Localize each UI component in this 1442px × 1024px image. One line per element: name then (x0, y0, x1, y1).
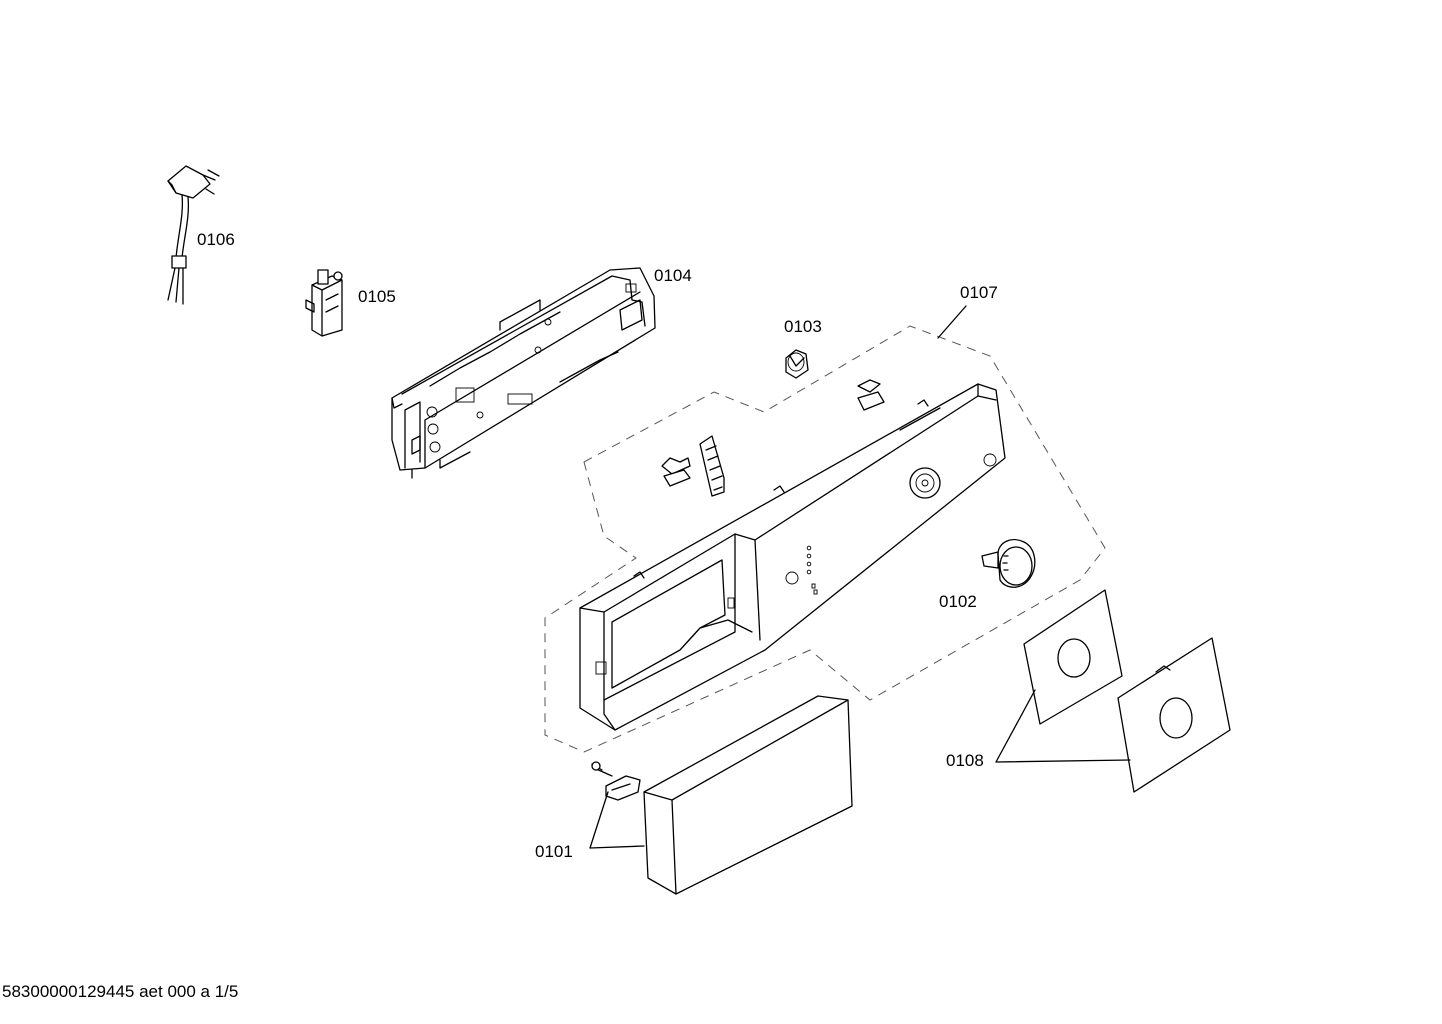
label-0102: 0102 (939, 592, 977, 611)
control-panel-fascia (579, 383, 1006, 731)
program-knob (981, 539, 1036, 588)
power-cord-plug (167, 165, 220, 305)
cover-plate-2 (1117, 637, 1231, 793)
label-0105: 0105 (358, 287, 396, 306)
label-0108: 0108 (946, 751, 984, 770)
label-0101: 0101 (535, 842, 573, 861)
label-0107: 0107 (960, 283, 998, 302)
label-0104: 0104 (654, 266, 692, 285)
cover-plate-1 (1023, 589, 1123, 725)
label-0103: 0103 (784, 317, 822, 336)
knob-insert (785, 349, 809, 379)
screw (591, 761, 613, 777)
leader-lines (589, 305, 1131, 849)
assembly-outline-0107 (544, 325, 1106, 753)
interference-filter (305, 269, 343, 337)
label-0106: 0106 (197, 230, 235, 249)
control-module (391, 267, 656, 479)
drawer-handle (643, 695, 853, 895)
footer-document-id: 58300000129445 aet 000 a 1/5 (2, 982, 239, 1001)
light-guide-parts (661, 379, 885, 497)
mounting-clip (605, 775, 641, 801)
